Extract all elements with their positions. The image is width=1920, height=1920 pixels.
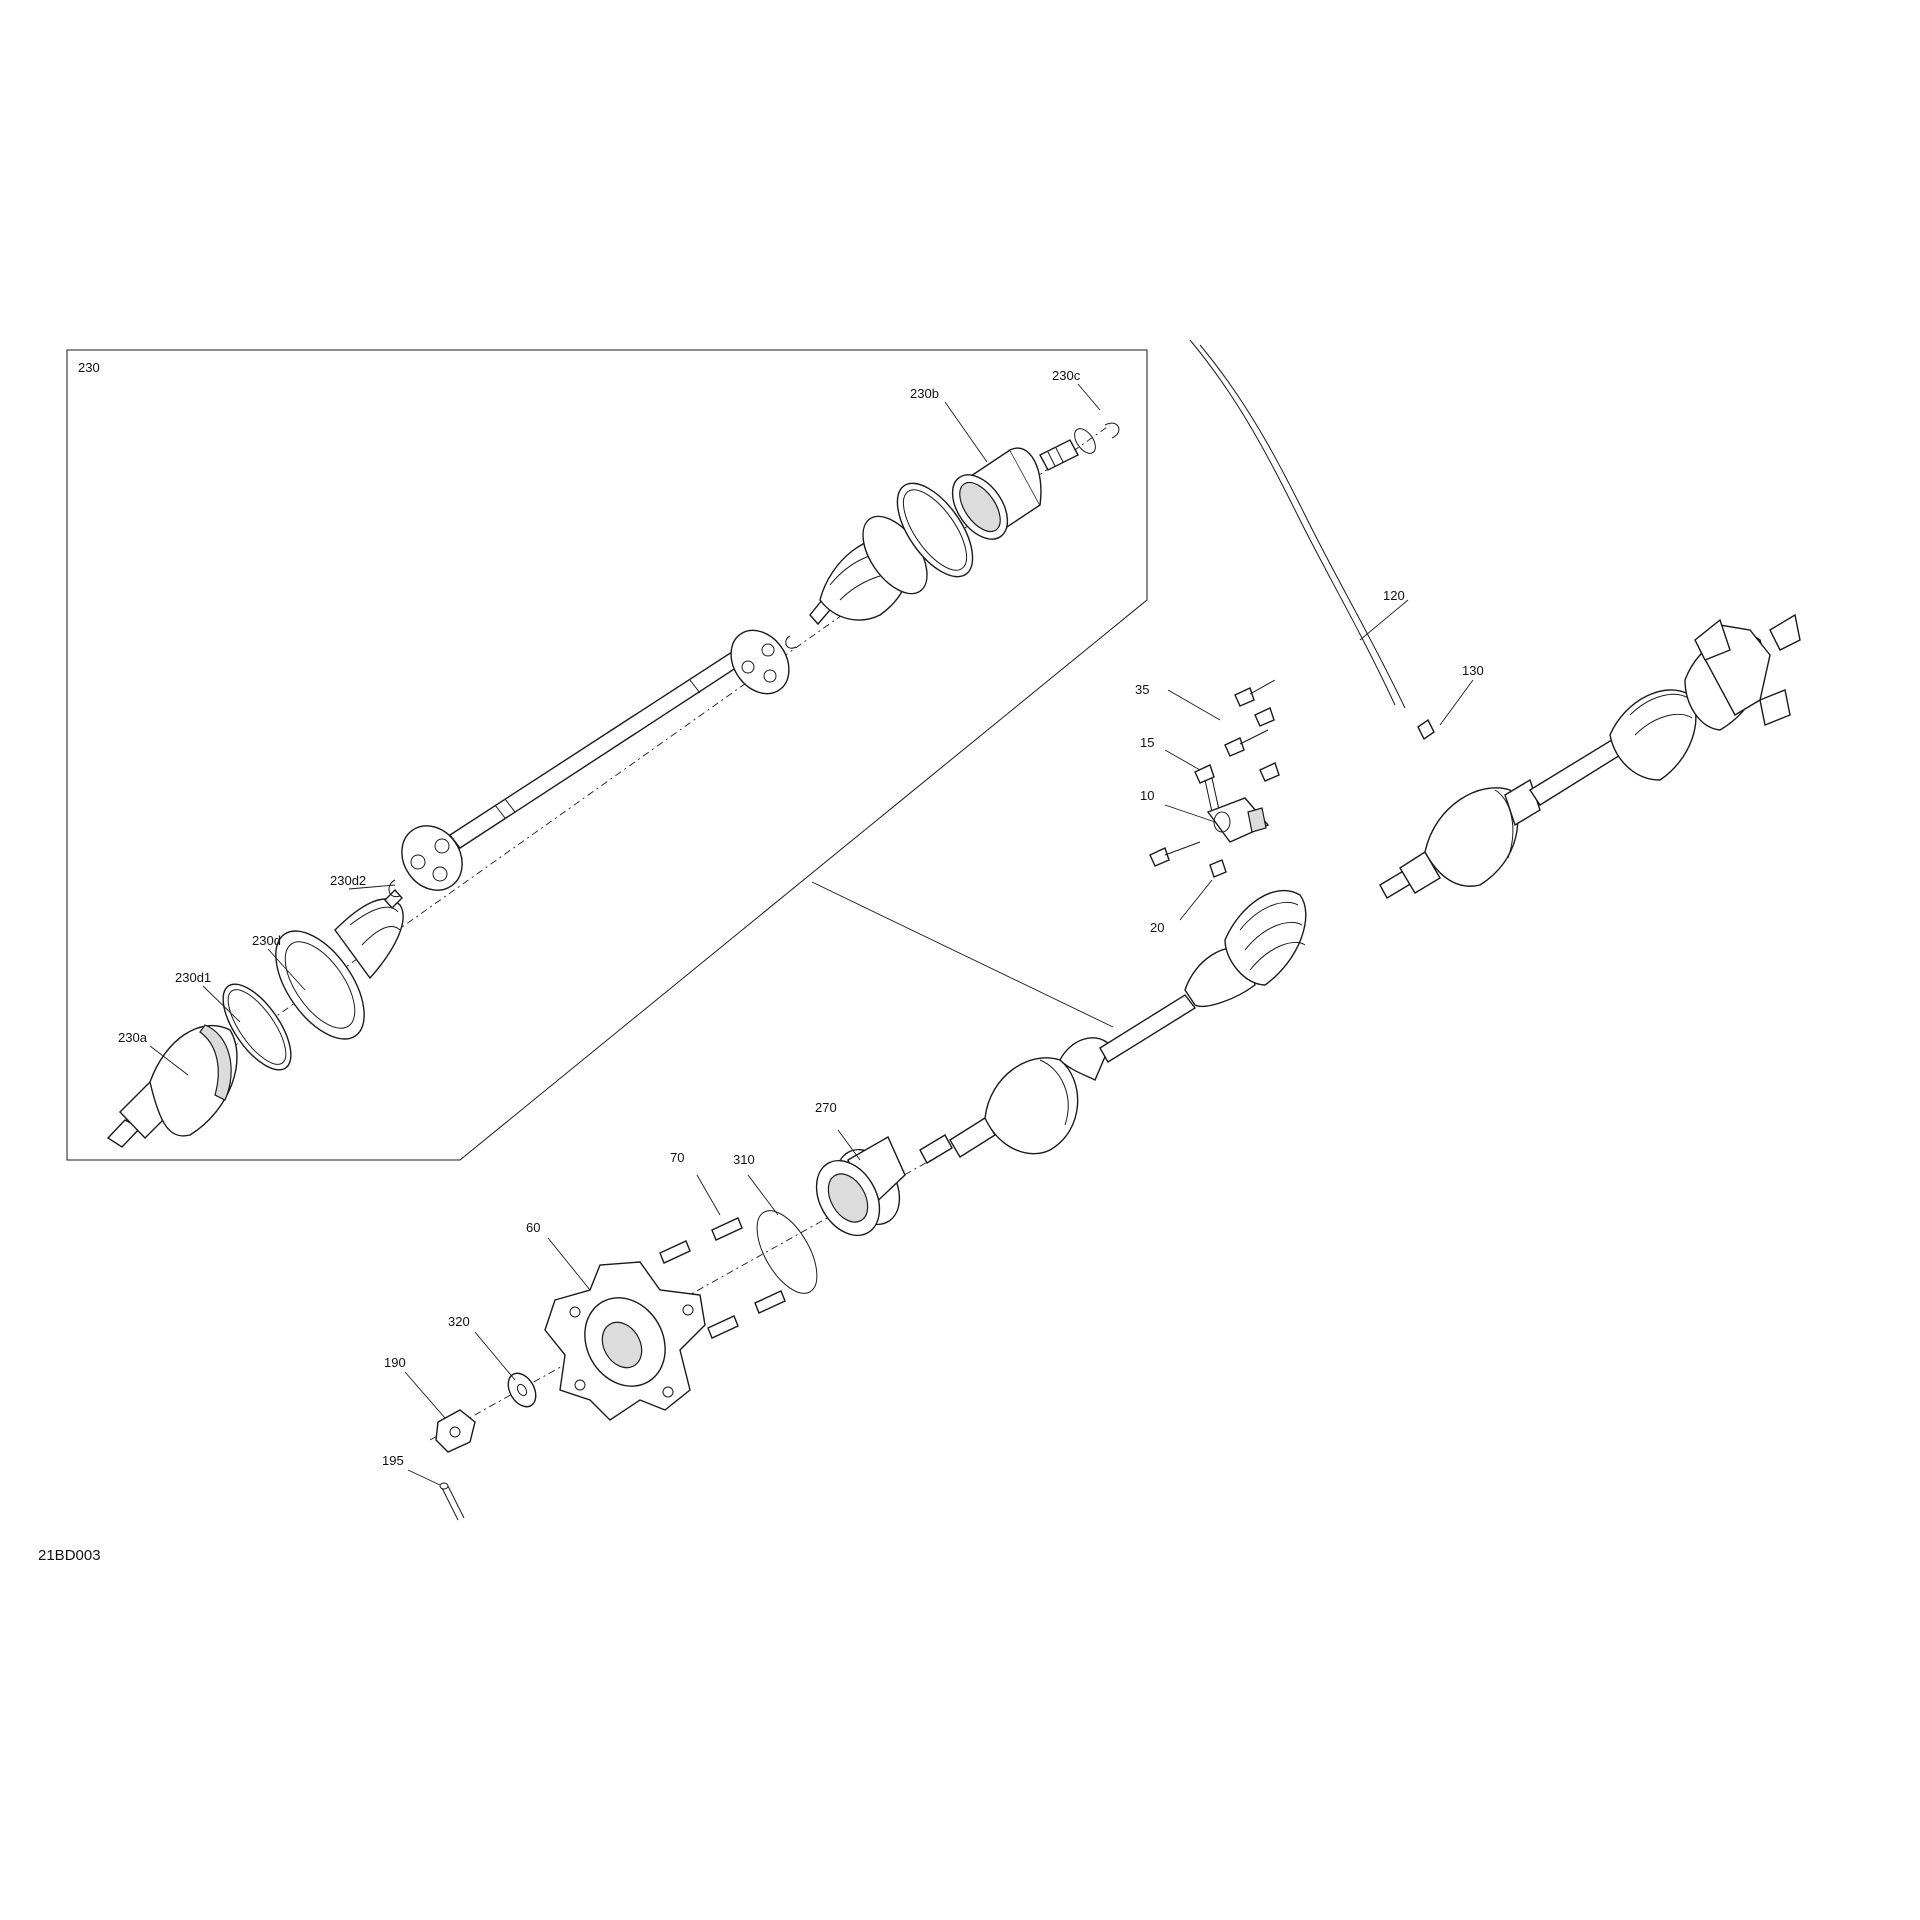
part-195-cotter-pin (439, 1482, 465, 1521)
part-35-bolts (1224, 679, 1280, 782)
part-230d-boot (275, 888, 404, 1040)
callout-230d: 230d (252, 933, 281, 948)
part-tripod-outer (730, 629, 790, 695)
callout-230d2: 230d2 (330, 873, 366, 888)
callout-230c: 230c (1052, 368, 1081, 383)
part-320-washer (507, 1372, 537, 1408)
callout-35: 35 (1135, 682, 1149, 697)
part-230b-housing (951, 439, 1079, 540)
callout-310: 310 (733, 1152, 755, 1167)
callout-190: 190 (384, 1355, 406, 1370)
part-270-bearing (815, 1136, 906, 1237)
part-230d2-circlip (388, 879, 401, 898)
part-15-bolt (1194, 764, 1220, 813)
reference-code: 21BD003 (38, 1547, 101, 1564)
callout-70: 70 (670, 1150, 684, 1165)
inset-connector-line (811, 881, 1114, 1028)
callout-230: 230 (78, 360, 100, 375)
part-10-clamp (1206, 797, 1270, 843)
callout-230b: 230b (910, 386, 939, 401)
drive-shaft-exploded (106, 422, 1120, 1148)
callout-230d1: 230d1 (175, 970, 211, 985)
part-70-studs (659, 1217, 786, 1339)
part-230a-outer-joint (106, 1024, 238, 1148)
part-120-hose (1189, 339, 1406, 709)
part-20-nut (1149, 841, 1227, 878)
callout-10: 10 (1140, 788, 1154, 803)
part-310-circlip (756, 1210, 818, 1294)
callout-130: 130 (1462, 663, 1484, 678)
callout-230a: 230a (118, 1030, 148, 1045)
part-60-hub (544, 1261, 706, 1421)
callout-120: 120 (1383, 588, 1405, 603)
leader-lines (149, 383, 1474, 1486)
part-230d1-clamp (222, 983, 292, 1071)
callout-15: 15 (1140, 735, 1154, 750)
callout-320: 320 (448, 1314, 470, 1329)
inset-frame (66, 349, 1148, 1161)
part-130-fitting (1417, 718, 1435, 741)
callout-195: 195 (382, 1453, 404, 1468)
part-230c-circlips (1074, 422, 1120, 454)
callout-20: 20 (1150, 920, 1164, 935)
callout-60: 60 (526, 1220, 540, 1235)
part-190-castle-nut (435, 1409, 476, 1453)
drive-shaft-assembled-rear (1379, 613, 1801, 899)
callout-labels: 230 230a 230d1 230d 230d2 230b 230c 120 … (78, 360, 1484, 1468)
callout-270: 270 (815, 1100, 837, 1115)
drive-shaft-assembled-front (919, 889, 1307, 1164)
part-main-shaft (448, 649, 747, 849)
